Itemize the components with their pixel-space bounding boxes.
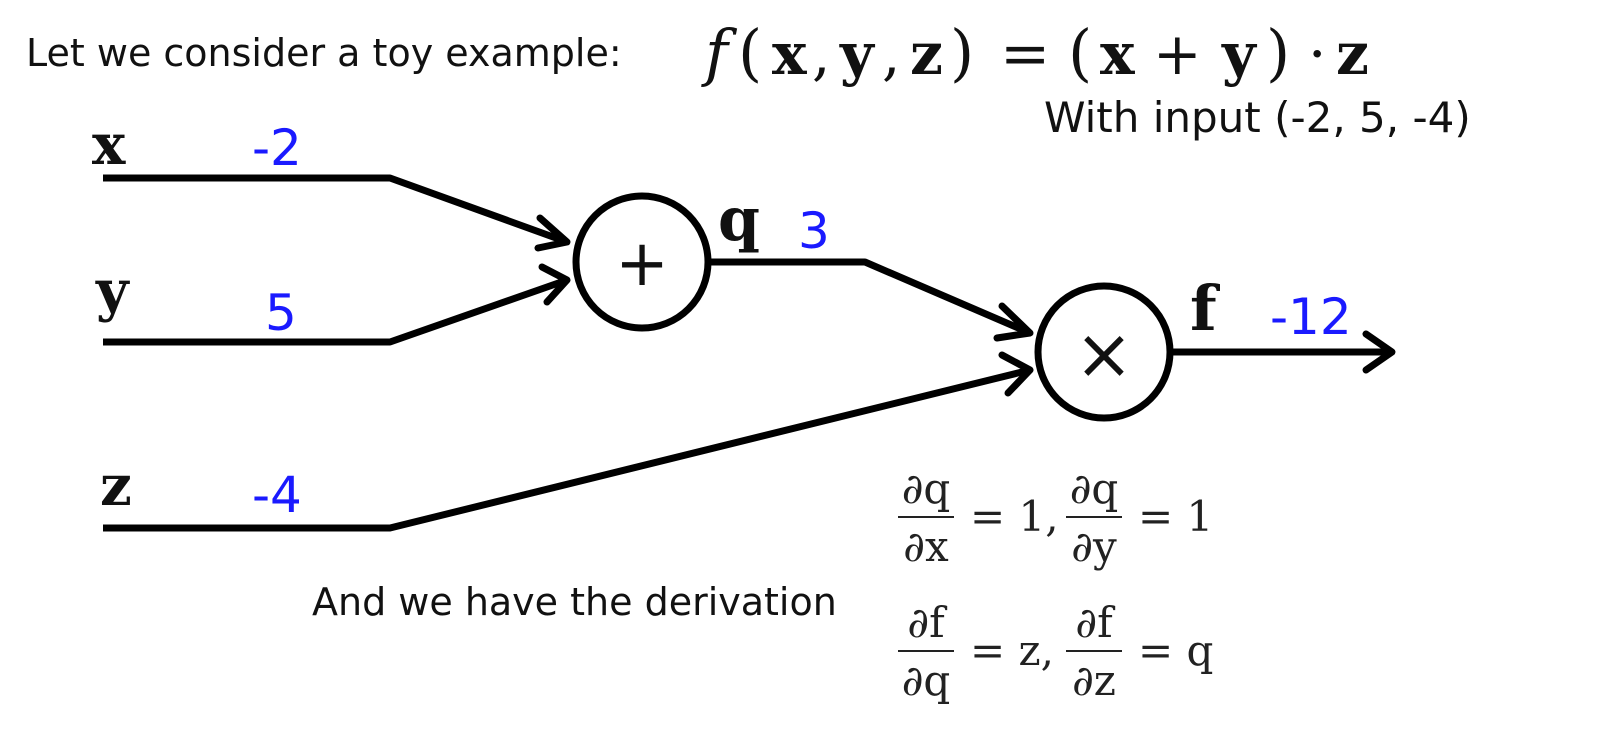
input-label-z: z	[100, 453, 132, 519]
wire-y	[103, 276, 569, 346]
add-output-value: 3	[798, 202, 830, 260]
deriv2-rhs2: = q	[1138, 626, 1213, 675]
add-node-symbol: +	[615, 227, 669, 301]
deriv1-rhs1: = 1,	[970, 492, 1059, 541]
formula-comma1: ,	[812, 20, 830, 88]
intro-text: Let we consider a toy example:	[26, 31, 622, 75]
main-formula: f ( x , y , z ) = ( x + y ) · z	[701, 16, 1369, 89]
mul-output-value: -12	[1270, 288, 1352, 346]
add-node: +	[572, 192, 712, 332]
arrowhead-z-icon	[998, 351, 1034, 397]
formula-eq: =	[1000, 19, 1050, 89]
derivation-text: And we have the derivation	[312, 580, 837, 624]
mul-node: ×	[1034, 282, 1174, 422]
add-node-circle	[572, 192, 712, 332]
input-value-z: -4	[252, 466, 302, 524]
input-value-x: -2	[252, 119, 302, 177]
deriv1-rhs2: = 1	[1138, 492, 1213, 541]
deriv2-num1: ∂f	[907, 598, 948, 647]
deriv1-den1: ∂x	[903, 522, 949, 571]
derivative-row-2: ∂f ∂q = z, ∂f ∂z = q	[898, 598, 1213, 705]
formula-x2: x	[1100, 20, 1135, 88]
deriv1-num2: ∂q	[1070, 464, 1119, 513]
formula-lparen: (	[738, 16, 762, 89]
arrowhead-q-icon	[993, 302, 1034, 342]
derivative-row-1: ∂q ∂x = 1, ∂q ∂y = 1	[898, 464, 1213, 571]
arrowhead-f-icon	[1362, 330, 1396, 374]
formula-rparen2: )	[1266, 16, 1290, 89]
input-label-x: x	[92, 112, 126, 178]
formula-plus: +	[1153, 20, 1202, 88]
formula-lparen2: (	[1068, 16, 1092, 89]
wire-q	[710, 258, 1032, 337]
arrowhead-x-icon	[534, 214, 571, 252]
formula-dot: ·	[1308, 20, 1326, 88]
input-label-y: y	[95, 258, 130, 324]
formula-y2: y	[1221, 20, 1258, 88]
arrowhead-y-icon	[538, 263, 571, 306]
deriv2-num2: ∂f	[1075, 598, 1116, 647]
add-output-label: q	[718, 185, 760, 255]
formula-z2: z	[1336, 20, 1369, 88]
wire-z	[103, 366, 1031, 532]
mul-output-label: f	[1190, 272, 1220, 345]
deriv2-den1: ∂q	[902, 656, 951, 705]
formula-rparen: )	[950, 16, 974, 89]
formula-z: z	[910, 20, 943, 88]
deriv2-den2: ∂z	[1072, 656, 1116, 705]
input-value-y: 5	[265, 284, 297, 342]
formula-f: f	[701, 16, 738, 89]
formula-x: x	[772, 20, 807, 88]
deriv1-num1: ∂q	[902, 464, 951, 513]
deriv1-den2: ∂y	[1071, 522, 1117, 571]
formula-comma2: ,	[882, 20, 900, 88]
mul-node-symbol: ×	[1075, 313, 1134, 395]
input-text: With input (-2, 5, -4)	[1044, 93, 1471, 142]
wire-x	[103, 174, 569, 246]
deriv2-rhs1: = z,	[970, 626, 1054, 675]
formula-y: y	[839, 20, 876, 88]
mul-node-circle	[1034, 282, 1174, 422]
